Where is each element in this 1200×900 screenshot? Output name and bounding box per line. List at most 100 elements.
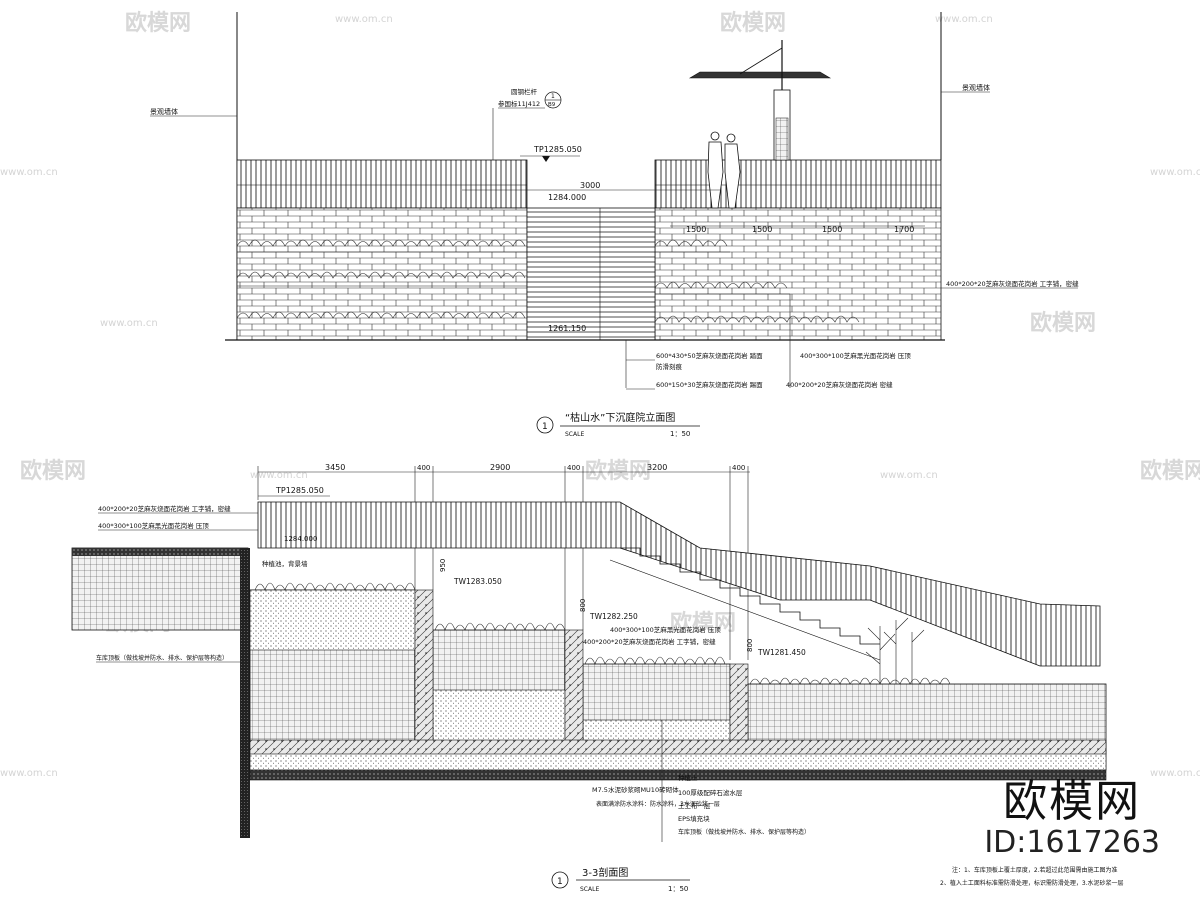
plant-row: [654, 281, 788, 289]
legend-geotextile: 土工布一层: [678, 801, 711, 810]
planter-note: 种植池，背景墙: [262, 559, 308, 568]
watermark-brand: 欧模网: [125, 10, 191, 36]
section-stair-profile: [620, 547, 880, 645]
watermark-url: www.om.cn: [1150, 768, 1200, 779]
watermark-brand: 欧模网: [720, 10, 786, 36]
plant-row: [254, 582, 416, 591]
left-wall-label: 景观墙体: [150, 107, 178, 116]
elevation-title: “枯山水”下沉庭院立面图: [565, 411, 675, 424]
watermark-brand: 欧模网: [1030, 310, 1096, 336]
watermark-url: www.om.cn: [335, 14, 393, 25]
watermark-url: www.om.cn: [1150, 167, 1200, 178]
person-body: [707, 141, 724, 209]
section-level-1284: 1284.000: [284, 535, 317, 543]
brand-logo: 欧模网: [1003, 776, 1142, 827]
scale-prefix: SCALE: [565, 431, 584, 438]
dim-3450: 3450: [325, 463, 345, 472]
dim-400-a: 400: [417, 464, 430, 472]
watermark-url: www.om.cn: [0, 167, 58, 178]
watermark-url: www.om.cn: [935, 14, 993, 25]
legend-eps: EPS填充块: [678, 814, 710, 823]
roof-note: 车库顶板（做找坡并防水、排水、保护层等构造）: [96, 654, 228, 662]
section-title-block: 1 3-3剖面图 SCALE 1：50: [551, 866, 690, 893]
umbrella-strut: [739, 47, 783, 75]
watermark-url: www.om.cn: [880, 470, 938, 481]
dim-400-b: 400: [567, 464, 580, 472]
elevation-drawing: 景观墙体 景观墙体: [150, 12, 1079, 438]
umbrella: [688, 40, 832, 161]
watermark-url: www.om.cn: [0, 768, 58, 779]
level-1284: 1284.000: [548, 193, 586, 202]
dim-1500-c: 1500: [822, 225, 842, 234]
watermark-brand: 欧模网: [670, 610, 736, 636]
person-head: [726, 133, 736, 143]
mid-note-1: 400*300*100芝麻黑光面花岗岩 压顶: [610, 625, 721, 634]
legend-gravel: 100厚级配碎石滤水层: [678, 788, 743, 797]
left-railing: [236, 159, 528, 209]
mid-note-2: 400*200*20芝麻灰烧面花岗岩 工字铺，密缝: [583, 637, 716, 646]
watermark-brand: 欧模网: [1140, 458, 1200, 484]
brand-id: ID:1617263: [984, 825, 1160, 860]
umbrella-canopy: [688, 71, 832, 79]
plant-row: [434, 622, 566, 631]
column-base: [775, 117, 789, 161]
dim-400-c: 400: [732, 464, 745, 472]
dim-800-a: 800: [579, 599, 587, 612]
tread-note-b: 防滑刻痕: [656, 362, 683, 371]
section-planting: [254, 582, 951, 685]
right-wall-label: 景观墙体: [962, 83, 990, 92]
title-number: 1: [542, 422, 548, 432]
dim-800-b: 800: [746, 639, 754, 652]
riser-note: 600*150*30芝麻灰烧面花岗岩 踢面: [656, 380, 763, 389]
plant-row: [749, 677, 951, 685]
dim-950: 950: [439, 559, 447, 572]
tp-level: TP1285.050: [533, 145, 582, 154]
plant-row: [236, 311, 526, 319]
legend-soil: 种植土: [678, 773, 698, 782]
railing-ref: 参国标11J412: [498, 99, 540, 108]
right-material-note: 400*200*20芝麻灰烧面花岗岩 工字铺，密缝: [946, 279, 1079, 288]
watermark-brand: 欧模网: [20, 458, 86, 484]
plant-row: [654, 239, 728, 247]
plant-row: [584, 656, 726, 665]
dim-1700: 1700: [894, 225, 914, 234]
tw-level-1: TW1283.050: [453, 577, 502, 586]
retaining-wall: [240, 548, 250, 838]
level-marker: [542, 156, 550, 162]
section-left-note-1: 400*200*20芝麻灰烧面花岗岩 工字铺，密缝: [98, 504, 231, 513]
callout-top: 1: [551, 93, 555, 100]
dim-3200: 3200: [647, 463, 667, 472]
plant-row: [236, 271, 526, 279]
title-number-circle: [551, 871, 569, 889]
title-number: 1: [557, 877, 563, 887]
callout-bottom: B9: [548, 102, 556, 108]
watermark-url: www.om.cn: [100, 318, 158, 329]
coping-note: 400*300*100芝麻黑光面花岗岩 压顶: [800, 351, 911, 360]
dim-1500-b: 1500: [752, 225, 772, 234]
tread-note: 600*430*50芝麻灰烧面花岗岩 踏面: [656, 351, 763, 360]
right-railing: [654, 159, 942, 209]
tw-level-3: TW1281.450: [757, 648, 806, 657]
plant-row: [236, 239, 526, 247]
left-brick-wall: [236, 207, 528, 341]
people-figures: [707, 131, 741, 209]
scale-value: 1：50: [668, 885, 688, 893]
watermark-brand: 欧模网: [585, 458, 651, 484]
slab-top: [72, 548, 248, 556]
elevation-title-block: 1 “枯山水”下沉庭院立面图 SCALE 1：50: [536, 411, 700, 438]
stair-soffit: [609, 559, 881, 661]
person-body: [724, 143, 741, 209]
mortar-note-1: M7.5水泥砂浆砌MU10砖砌体: [592, 785, 679, 794]
section-tp-level: TP1285.050: [275, 486, 324, 495]
person-head: [710, 131, 720, 141]
section-title: 3-3剖面图: [582, 866, 628, 879]
title-number-circle: [536, 416, 554, 434]
dim-2900: 2900: [490, 463, 510, 472]
level-1261: 1261.150: [548, 324, 586, 333]
upper-planter-soil: [249, 589, 416, 651]
watermark-url: www.om.cn: [250, 470, 308, 481]
scale-value: 1：50: [670, 430, 690, 438]
planting-rows: [236, 239, 860, 323]
brand-block: 欧模网 ID:1617263: [984, 778, 1160, 860]
footnote-1: 注：1、车库顶板上覆土厚度，2.若超过此范围需由施工图为准: [952, 866, 1118, 874]
